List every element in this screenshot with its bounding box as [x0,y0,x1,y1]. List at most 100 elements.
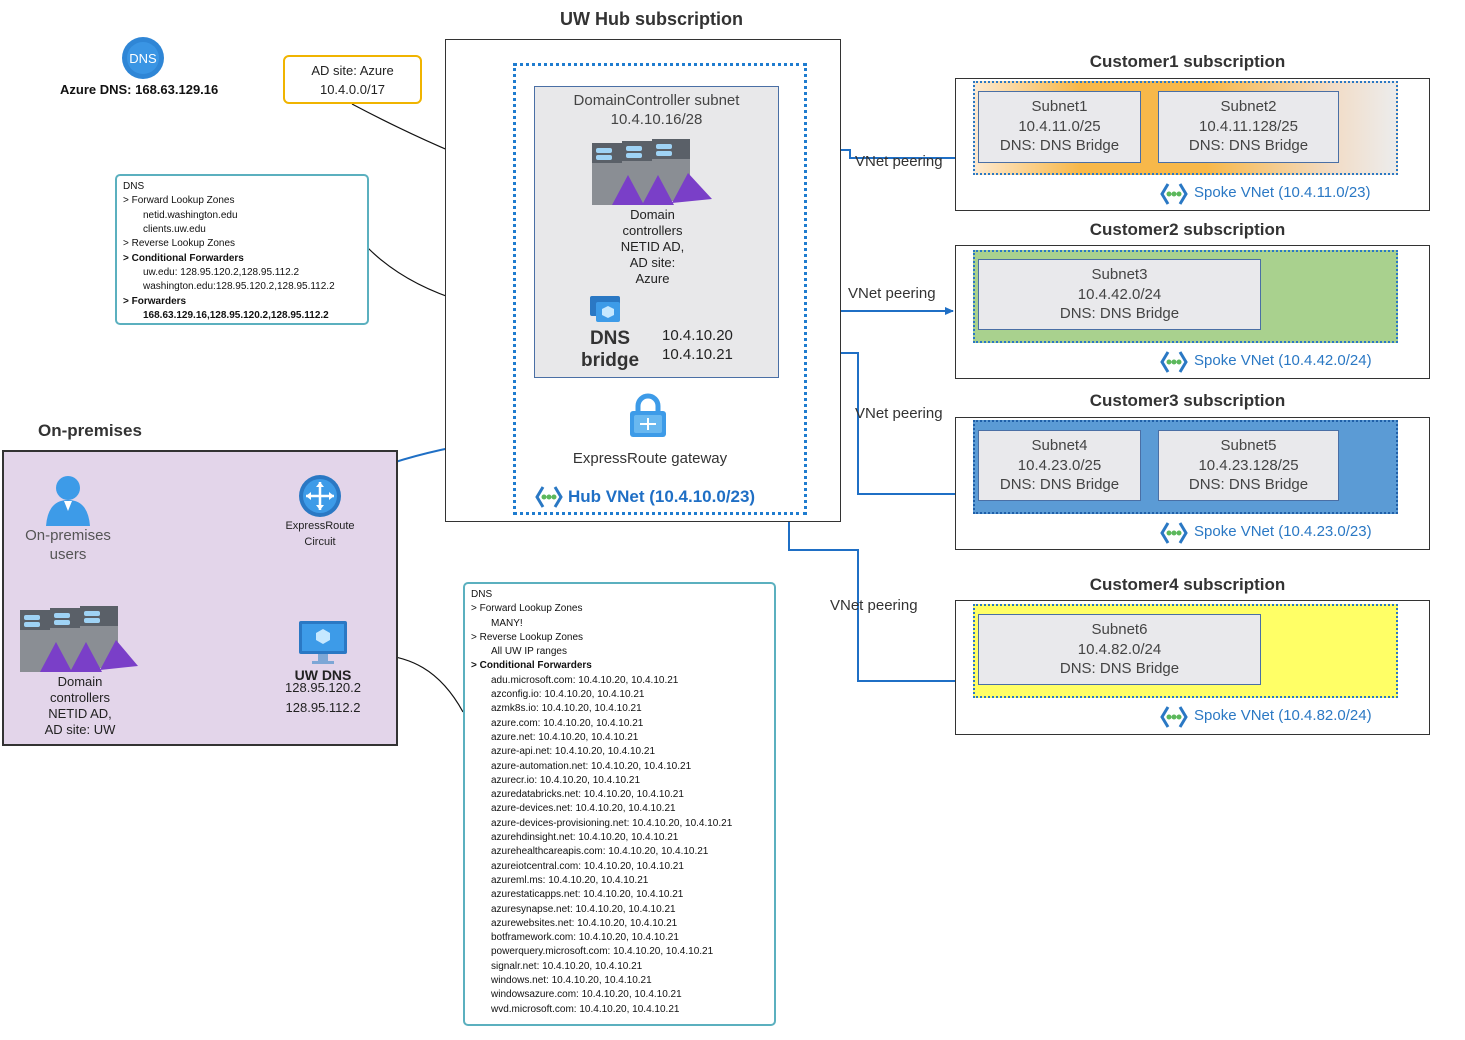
hub-vnet-icon [535,484,563,510]
onprem-dc-label-line: controllers [50,690,110,705]
peering-label-4: VNet peering [830,597,918,614]
subnet-dns: DNS: DNS Bridge [999,476,1120,493]
uw-dns-title: UW DNS [294,667,352,683]
dns-note-line: > Forward Lookup Zones [123,195,235,207]
dns-note-line: MANY! [491,617,523,629]
hub-dc-label-line: NETID AD, [620,239,685,254]
subnet-name: Subnet6 [1091,621,1148,638]
dc-subnet-cidr: 10.4.10.16/28 [610,111,703,128]
dns-note-line: azmk8s.io: 10.4.10.20, 10.4.10.21 [491,703,642,715]
dns-note-line: azurecr.io: 10.4.10.20, 10.4.10.21 [491,774,640,786]
hub-vnet-label: Hub VNet (10.4.10.0/23) [568,487,756,506]
dns-note-line: windows.net: 10.4.10.20, 10.4.10.21 [491,975,652,987]
spoke-vnet-icon [1160,349,1188,375]
uw-dns-ip2: 128.95.112.2 [285,700,361,715]
peering-line-4 [785,502,969,685]
onprem-users-label: On-premises users [10,526,126,564]
dns-note-line: botframework.com: 10.4.10.20, 10.4.10.21 [491,932,679,944]
spoke-vnet-icon [1160,520,1188,546]
dns-note-line: adu.microsoft.com: 10.4.10.20, 10.4.10.2… [491,674,679,686]
dns-note-line: DNS [123,181,145,192]
expressroute-circuit-icon [298,474,342,518]
uw-dns-icon [298,620,348,666]
spoke-vnet-label: Spoke VNet (10.4.82.0/24) [1194,707,1372,724]
svg-text:DNS: DNS [129,51,157,66]
dns-note-line: azure.com: 10.4.10.20, 10.4.10.21 [491,717,644,729]
onprem-dc-label-line: AD site: UW [44,722,116,737]
hub-dc-label-line: AD site: [629,255,676,270]
dns-note-line: wvd.microsoft.com: 10.4.10.20, 10.4.10.2… [491,1003,680,1015]
dns-note-line: netid.washington.edu [143,209,238,221]
dns-note-line: signalr.net: 10.4.10.20, 10.4.10.21 [491,960,643,972]
dns-bridge-label-2: bridge [580,350,640,371]
hub-dc-label-line: Azure [635,271,670,286]
dns-note-line: > Reverse Lookup Zones [123,238,236,250]
peering-label-3: VNet peering [855,405,943,422]
uw-dns-ip1: 128.95.120.2 [285,680,361,695]
dns-note-line: uw.edu: 128.95.120.2,128.95.112.2 [143,267,300,279]
dns-note-line: > Forward Lookup Zones [471,603,583,615]
spoke-vnet-icon [1160,704,1188,730]
dns-note-line: azure.net: 10.4.10.20, 10.4.10.21 [491,731,639,743]
hub-dc-label-line: Domain [630,207,675,222]
subnet-name: Subnet5 [1220,437,1277,454]
dns-note-line: windowsazure.com: 10.4.10.20, 10.4.10.21 [491,989,682,1001]
spoke-vnet-label: Spoke VNet (10.4.23.0/23) [1194,523,1372,540]
subnet-dns: DNS: DNS Bridge [999,137,1120,154]
dns-note-line: azurehealthcareapis.com: 10.4.10.20, 10.… [491,846,709,858]
ad-site-note: AD site: Azure 10.4.0.0/17 [283,55,422,104]
subnet-cidr: 10.4.11.128/25 [1199,117,1298,135]
dns-note-line: > Conditional Forwarders [123,252,244,264]
ad-site-note-line2: 10.4.0.0/17 [319,82,386,97]
expressroute-circuit-label-line: ExpressRoute [285,520,355,532]
customer-title: Customer4 subscription [1089,575,1286,594]
dc-subnet-title: DomainController subnet [573,92,740,109]
dns-note-line: > Forwarders [123,295,187,307]
subnet-dns: DNS: DNS Bridge [1188,476,1309,493]
subnet-cidr: 10.4.42.0/24 [1077,285,1162,303]
customer-title: Customer1 subscription [1089,52,1286,71]
dns-note-line: azureml.ms: 10.4.10.20, 10.4.10.21 [491,874,649,886]
onprem-title: On-premises [38,421,142,440]
onprem-dc-label-line: Domain [57,674,103,689]
azure-dns-label: Azure DNS: 168.63.129.16 [60,82,219,97]
domain-controllers-icon [592,139,714,209]
subnet-dns: DNS: DNS Bridge [1059,305,1180,322]
expressroute-gateway-icon [628,392,668,438]
dns-note-line: powerquery.microsoft.com: 10.4.10.20, 10… [491,946,714,958]
dns-bridge-icon [590,296,626,328]
spoke-vnet-label: Spoke VNet (10.4.42.0/24) [1194,352,1372,369]
onprem-dc-label-line: NETID AD, [48,706,112,721]
subnet-name: Subnet3 [1091,266,1148,283]
subnet-name: Subnet2 [1220,98,1277,115]
dns-note-line: azureiotcentral.com: 10.4.10.20, 10.4.10… [491,860,684,872]
subnet-cidr: 10.4.23.0/25 [1017,456,1102,474]
peering-label-1: VNet peering [855,153,943,170]
dns-bridge-ip1: 10.4.10.20 [662,327,733,344]
peering-label-2: VNet peering [848,285,936,302]
ad-site-note-line1: AD site: Azure [311,63,394,78]
hub-vnet-boundary [513,63,807,515]
dns-note-line: azure-api.net: 10.4.10.20, 10.4.10.21 [491,746,656,758]
onprem-users-label-line: On-premises [25,527,111,544]
dns-note-line: azure-devices-provisioning.net: 10.4.10.… [491,817,733,829]
subnet-cidr: 10.4.23.128/25 [1198,456,1299,474]
dns-note-line: 168.63.129.16,128.95.120.2,128.95.112.2 [143,310,329,322]
dns-note-line: washington.edu:128.95.120.2,128.95.112.2 [143,281,335,293]
azure-dns-icon: DNS [121,36,165,80]
dns-bridge-label-1: DNS [589,328,631,349]
dns-note-line: clients.uw.edu [143,224,206,236]
spoke-vnet-label: Spoke VNet (10.4.11.0/23) [1194,184,1371,201]
customer-title: Customer3 subscription [1089,391,1286,410]
subnet-dns: DNS: DNS Bridge [1059,660,1180,677]
onprem-dc-icon [20,606,140,674]
onprem-users-label-line: users [49,546,87,563]
